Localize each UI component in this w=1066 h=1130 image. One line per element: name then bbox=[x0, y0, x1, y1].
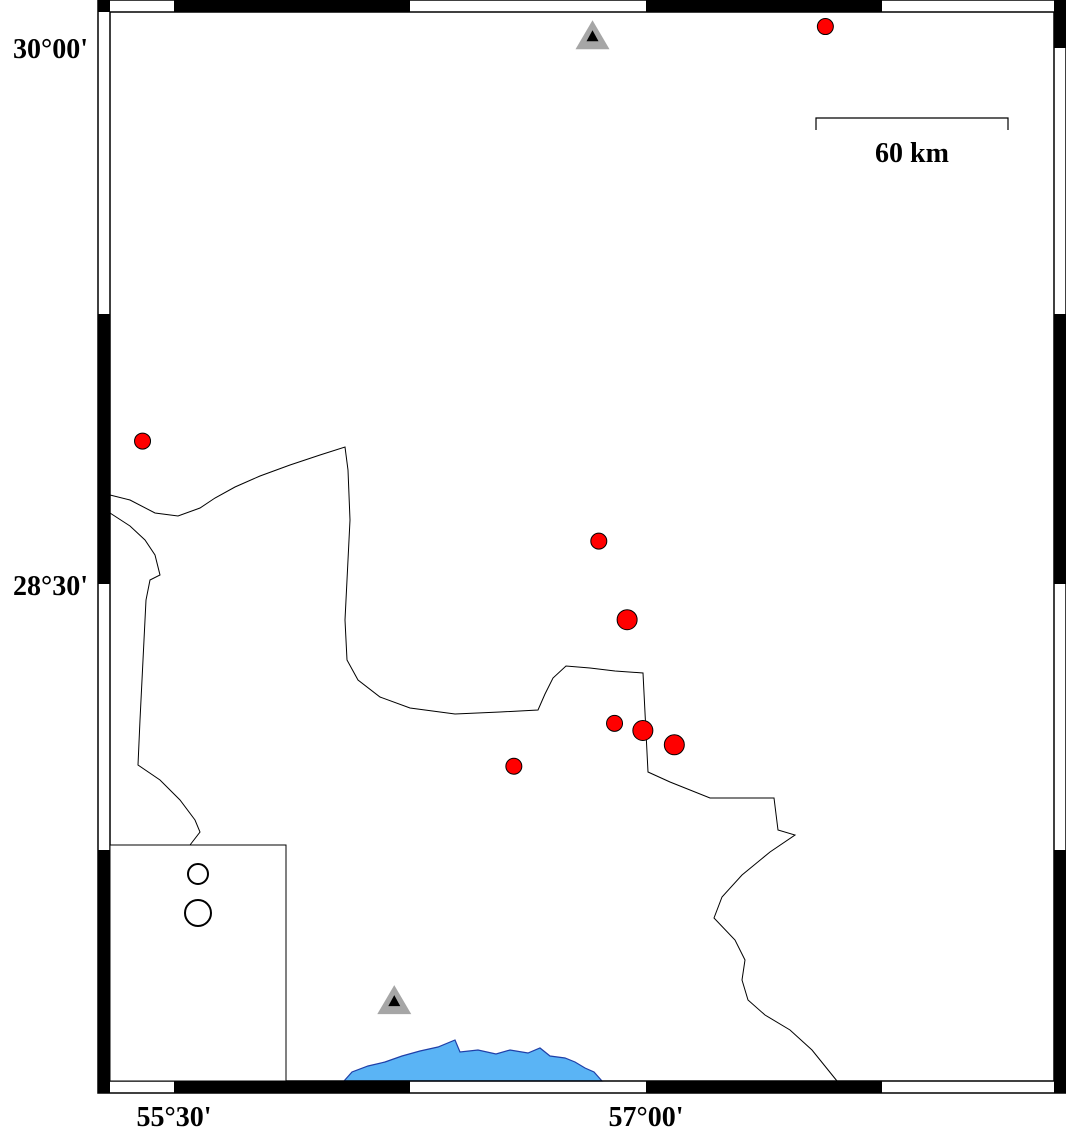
sea-area bbox=[342, 1039, 604, 1082]
lat-label-28-30: 28°30' bbox=[13, 571, 88, 602]
lon-label-57-00: 57°00' bbox=[609, 1102, 684, 1130]
event-marker-e2 bbox=[134, 432, 152, 450]
event-marker-e7 bbox=[663, 734, 685, 756]
station-marker-s1 bbox=[575, 20, 610, 50]
event-marker-e5 bbox=[606, 714, 624, 732]
station-triangle-inner bbox=[586, 30, 599, 42]
legend-circle-small bbox=[187, 863, 209, 885]
event-marker-e1 bbox=[816, 18, 834, 36]
scale-bar: 60 km bbox=[815, 117, 1009, 169]
scale-bar-label: 60 km bbox=[875, 138, 949, 169]
station-triangle-inner bbox=[388, 995, 401, 1007]
legend-circle-large bbox=[184, 899, 212, 927]
lat-label-30-00: 30°00' bbox=[13, 34, 88, 65]
seismic-stations bbox=[377, 20, 610, 1015]
station-marker-s2 bbox=[377, 985, 412, 1015]
frame-ticks bbox=[98, 0, 1066, 1093]
legend-items bbox=[184, 863, 212, 927]
lon-label-55-30: 55°30' bbox=[137, 1102, 212, 1130]
event-marker-e3 bbox=[590, 532, 608, 550]
boundary-lines bbox=[109, 446, 838, 1082]
earthquake-events bbox=[134, 18, 834, 775]
event-marker-e8 bbox=[505, 757, 523, 775]
event-marker-e4 bbox=[616, 609, 638, 631]
event-marker-e6 bbox=[632, 720, 654, 742]
magnitude-legend bbox=[109, 844, 287, 1082]
